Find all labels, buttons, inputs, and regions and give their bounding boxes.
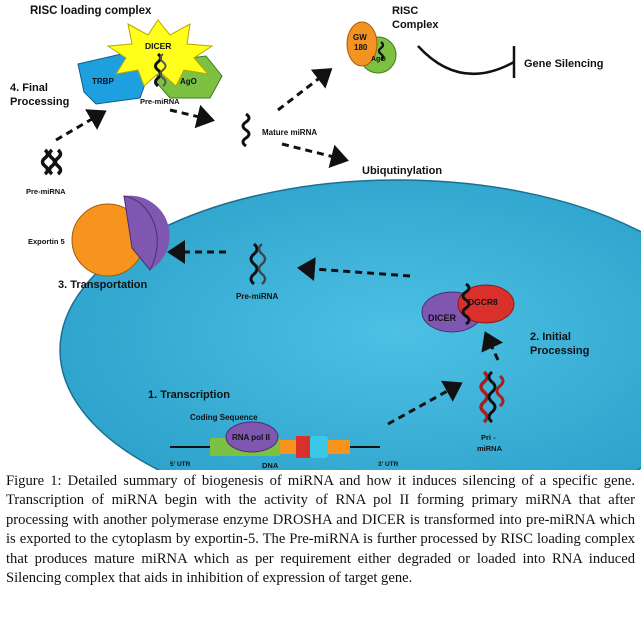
risc-complex: GW 180 AgO (346, 21, 397, 74)
pre-mirna-center-label: Pre-miRNA (236, 292, 278, 301)
utr3-label: 3' UTR (378, 461, 399, 468)
utr5-label: 5' UTR (170, 461, 191, 468)
dna-region-red (296, 436, 310, 458)
arrow-dicer-to-pre-center (297, 257, 411, 282)
dgcr8-label: DGCR8 (468, 297, 498, 307)
gw-label-line2: 180 (354, 43, 368, 52)
figure-caption: Figure 1: Detailed summary of biogenesis… (6, 473, 635, 587)
gw-label-line1: GW (353, 33, 367, 42)
pre-mirna-center-hairpin (249, 242, 267, 286)
mature-mirna-label: Mature miRNA (262, 128, 317, 137)
microprocessor-complex: DICER DGCR8 (421, 282, 515, 333)
rna-pol-label: RNA pol II (232, 433, 270, 442)
arrow-risc-loading-to-mature (169, 104, 215, 129)
risc-complex-label-line1: RISC (392, 5, 418, 17)
dgcr8-shape (457, 284, 515, 324)
dna-strand: RNA pol II (170, 421, 380, 458)
trbp-label: TRBP (92, 77, 114, 86)
arrow-mature-to-ubiquitinylation (281, 142, 349, 169)
arrow-pre-left-to-risc-loading (55, 109, 107, 142)
final-processing-label-line1: 4. Final (10, 82, 48, 94)
arrow-mature-to-risc (277, 68, 333, 112)
initial-processing-label-line2: Processing (530, 345, 589, 357)
exportin-5 (71, 195, 170, 277)
pri-mirna-label-line2: miRNA (477, 444, 503, 453)
pre-mirna-left-hairpin (40, 148, 63, 176)
gw180-shape (346, 21, 378, 67)
mature-mirna-strand (241, 112, 251, 148)
pri-mirna-hairpin (479, 370, 505, 424)
exportin-label: Exportin 5 (28, 237, 65, 246)
risc-complex-label-line2: Complex (392, 19, 439, 31)
dicer-top-label: DICER (145, 41, 171, 51)
dna-label: DNA (262, 461, 279, 470)
transcription-label: 1. Transcription (148, 389, 230, 401)
initial-processing-label-line1: 2. Initial (530, 331, 571, 343)
pri-mirna-label-line1: Pri - (481, 433, 496, 442)
pre-mirna-left-label: Pre-miRNA (26, 187, 66, 196)
ubiquitinylation-label: Ubiqutinylation (362, 165, 442, 177)
final-processing-label-line2: Processing (10, 96, 69, 108)
transportation-label: 3. Transportation (58, 279, 148, 291)
dna-region-cyan (310, 436, 328, 458)
pre-mirna-top-label: Pre-miRNA (140, 97, 180, 106)
coding-sequence-label: Coding Sequence (190, 413, 258, 422)
ago-top-label: AgO (180, 77, 197, 86)
ago-risc-label: AgO (371, 56, 386, 63)
risc-loading-complex-label: RISC loading complex (30, 5, 152, 17)
nucleus (59, 179, 641, 470)
rna-pol-shape (225, 421, 279, 453)
gene-silencing-label: Gene Silencing (524, 58, 603, 70)
dicer-mid-label: DICER (428, 313, 457, 323)
silencing-inhibition-curve (417, 45, 515, 76)
mirna-biogenesis-diagram: RISC loading complex DICER TRBP AgO Pre-… (10, 5, 641, 470)
risc-loading-complex: DICER TRBP AgO Pre-miRNA (77, 19, 223, 106)
arrow-pri-to-initial (481, 331, 504, 361)
arrow-transcription-to-pri (387, 380, 463, 426)
